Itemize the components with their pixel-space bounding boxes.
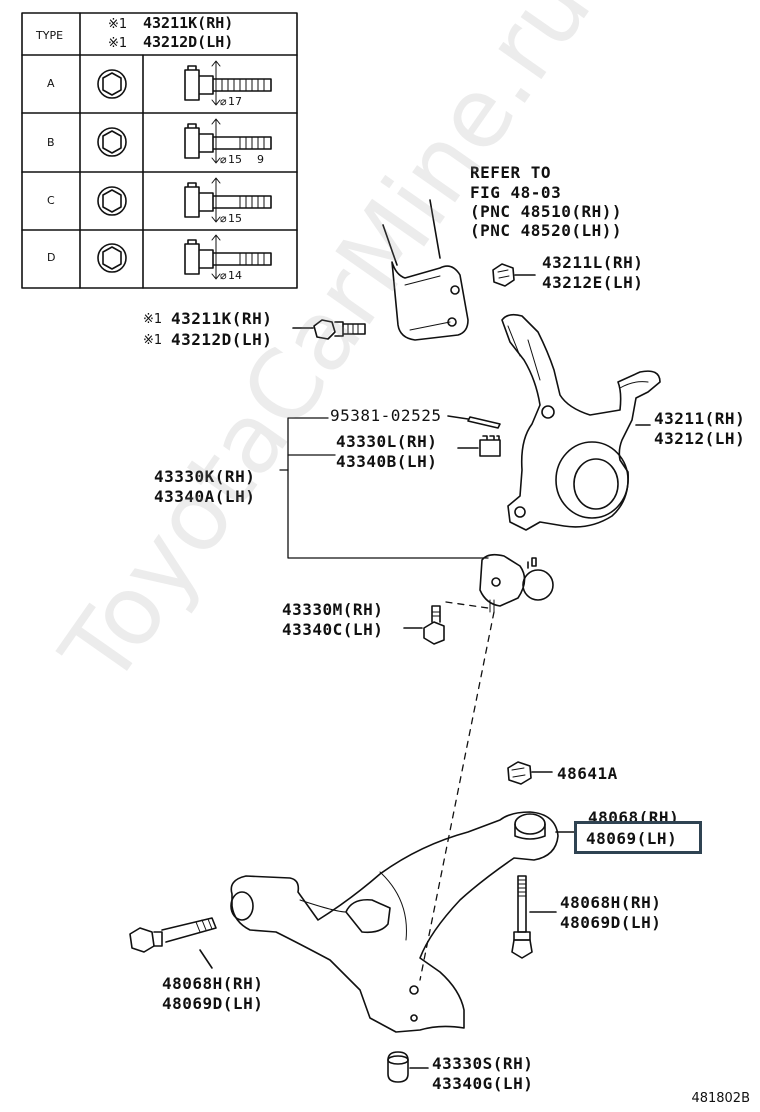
type-table-grid bbox=[21, 12, 298, 289]
part-label-bj-bolt-lh[interactable]: 43340C(LH) bbox=[282, 620, 384, 639]
cotter-pin-drawing bbox=[447, 415, 501, 429]
nut-top-drawing bbox=[492, 263, 536, 287]
part-label-balljoint-rh[interactable]: 43330K(RH) bbox=[154, 467, 256, 486]
refer-note-line-1: REFER TO bbox=[470, 163, 552, 182]
table-header-part-lh: 43212D(LH) bbox=[143, 33, 234, 51]
part-label-arm-lh[interactable]: 48069(LH) bbox=[586, 829, 678, 848]
table-row-b-extra: 9 bbox=[257, 153, 264, 166]
part-label-arm-bolt-left-lh[interactable]: 48069D(LH) bbox=[162, 994, 264, 1013]
castle-nut-drawing bbox=[457, 435, 501, 457]
part-label-knuckle-rh[interactable]: 43211(RH) bbox=[654, 409, 746, 428]
table-row-b-dim: 15 bbox=[228, 153, 242, 166]
ball-joint-drawing bbox=[479, 553, 554, 613]
alignment-dashes bbox=[419, 601, 495, 981]
figure-id: 481802B bbox=[691, 1091, 750, 1106]
part-label-arm-bolt-right-rh[interactable]: 48068H(RH) bbox=[560, 893, 662, 912]
part-label-arm-bolt-left-rh[interactable]: 48068H(RH) bbox=[162, 974, 264, 993]
part-label-bushing-rh[interactable]: 43330S(RH) bbox=[432, 1054, 534, 1073]
part-label-nut-top-lh[interactable]: 43212E(LH) bbox=[542, 273, 644, 292]
bolt-mark-1: ※1 bbox=[143, 312, 163, 327]
table-header-mark-2: ※1 bbox=[108, 36, 128, 51]
refer-note-line-3: (PNC 48510(RH)) bbox=[470, 202, 622, 221]
balljoint-bolt-drawing bbox=[403, 605, 445, 645]
part-label-bj-bolt-rh[interactable]: 43330M(RH) bbox=[282, 600, 384, 619]
table-row-b-drawing bbox=[97, 118, 272, 164]
table-row-a-dim-icon: ⌀ bbox=[220, 95, 227, 108]
nut-mid-drawing bbox=[507, 761, 553, 785]
arm-bolt-right-drawing bbox=[511, 875, 557, 959]
bushing-drawing bbox=[387, 1051, 429, 1083]
table-row-c-dim: 15 bbox=[228, 212, 242, 225]
table-row-d-type: D bbox=[47, 251, 56, 264]
table-header-part-rh: 43211K(RH) bbox=[143, 14, 234, 32]
part-label-nut-mid[interactable]: 48641A bbox=[557, 764, 618, 783]
part-label-nut-top-rh[interactable]: 43211L(RH) bbox=[542, 253, 644, 272]
part-label-bushing-lh[interactable]: 43340G(LH) bbox=[432, 1074, 534, 1093]
part-label-knuckle-bolt-rh[interactable]: 43211K(RH) bbox=[171, 309, 273, 328]
part-label-balljoint-lh[interactable]: 43340A(LH) bbox=[154, 487, 256, 506]
table-row-b-dim-icon: ⌀ bbox=[220, 153, 227, 166]
table-row-b-type: B bbox=[47, 136, 55, 149]
part-label-castle-nut-rh[interactable]: 43330L(RH) bbox=[336, 432, 438, 451]
table-row-d-dim-icon: ⌀ bbox=[220, 269, 227, 282]
balljoint-bracket-line bbox=[279, 417, 489, 559]
table-row-c-type: C bbox=[47, 194, 55, 207]
steering-knuckle-drawing bbox=[501, 313, 661, 531]
table-row-c-dim-icon: ⌀ bbox=[220, 212, 227, 225]
table-row-c-drawing bbox=[97, 177, 272, 223]
part-label-arm-bolt-right-lh[interactable]: 48069D(LH) bbox=[560, 913, 662, 932]
refer-note-line-4: (PNC 48520(LH)) bbox=[470, 221, 622, 240]
table-row-d-dim: 14 bbox=[228, 269, 242, 282]
part-label-knuckle-bolt-lh[interactable]: 43212D(LH) bbox=[171, 330, 273, 349]
table-row-a-drawing bbox=[97, 60, 272, 106]
table-row-d-drawing bbox=[97, 234, 272, 280]
part-label-castle-nut-lh[interactable]: 43340B(LH) bbox=[336, 452, 438, 471]
highlight-box bbox=[574, 821, 702, 854]
table-row-a-type: A bbox=[47, 77, 55, 90]
part-label-cotter-pin[interactable]: 95381-02525 bbox=[330, 406, 442, 425]
arm-bolt-left-drawing bbox=[129, 917, 217, 969]
part-label-knuckle-lh[interactable]: 43212(LH) bbox=[654, 429, 746, 448]
table-row-a-dim: 17 bbox=[228, 95, 242, 108]
bolt-mark-2: ※1 bbox=[143, 333, 163, 348]
refer-note-line-2: FIG 48-03 bbox=[470, 183, 562, 202]
table-header-mark-1: ※1 bbox=[108, 17, 128, 32]
shock-absorber-bracket bbox=[382, 199, 469, 341]
knuckle-bolt-drawing bbox=[292, 319, 366, 340]
table-header-type: TYPE bbox=[36, 29, 64, 42]
lower-control-arm-drawing bbox=[230, 811, 559, 1033]
